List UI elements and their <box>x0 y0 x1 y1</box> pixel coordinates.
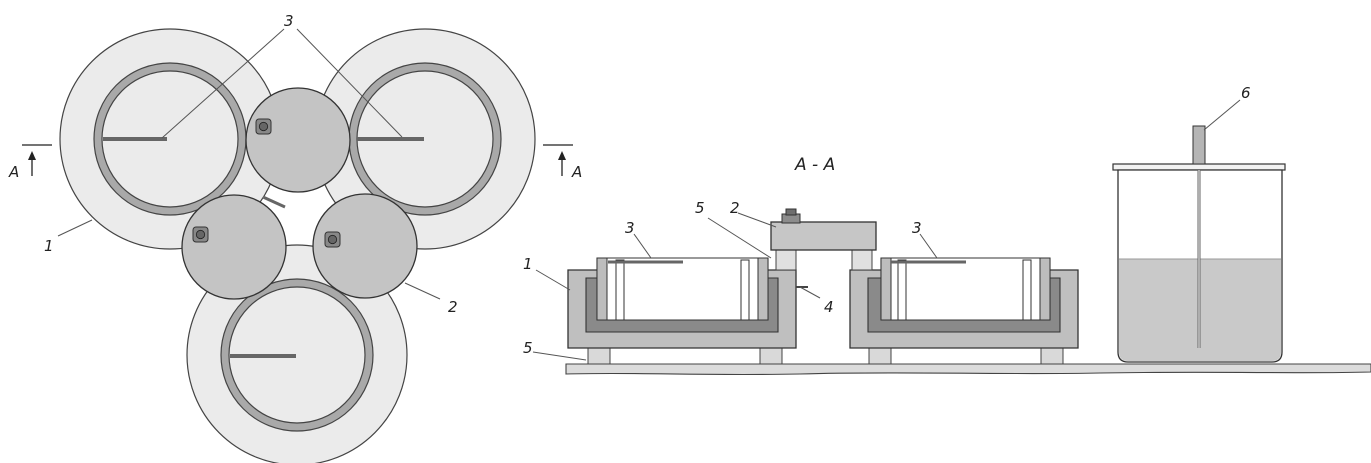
vessel-left <box>567 257 797 365</box>
drive-unit <box>770 208 877 288</box>
rotor-disc-right <box>312 193 418 299</box>
base-plate <box>565 363 1371 376</box>
callout-4: 4 <box>824 298 834 316</box>
beaker <box>1112 125 1286 363</box>
callout-1-plan: 1 <box>44 237 54 255</box>
shaft-icon <box>324 231 341 248</box>
plan-view: 3 1 2 A A <box>8 12 582 463</box>
callout-2-plan: 2 <box>448 298 458 316</box>
callout-5-top: 5 <box>695 199 705 217</box>
rotor-disc-left <box>181 194 287 300</box>
section-title: A - A <box>794 155 835 175</box>
shaft-icon <box>255 118 272 135</box>
section-view: A - A <box>523 84 1371 376</box>
shaft-icon <box>192 226 209 243</box>
section-mark-right: A <box>571 163 582 181</box>
callout-3-left: 3 <box>625 219 635 237</box>
callout-3-right: 3 <box>912 219 922 237</box>
callout-2-section: 2 <box>730 199 740 217</box>
callout-1-section: 1 <box>523 255 533 273</box>
rotor-disc-top <box>245 87 351 193</box>
callout-6: 6 <box>1241 84 1251 102</box>
section-mark-left: A <box>8 163 19 181</box>
callout-5-base: 5 <box>523 339 533 357</box>
vessel-right <box>849 257 1079 365</box>
callout-3-plan: 3 <box>284 12 294 30</box>
